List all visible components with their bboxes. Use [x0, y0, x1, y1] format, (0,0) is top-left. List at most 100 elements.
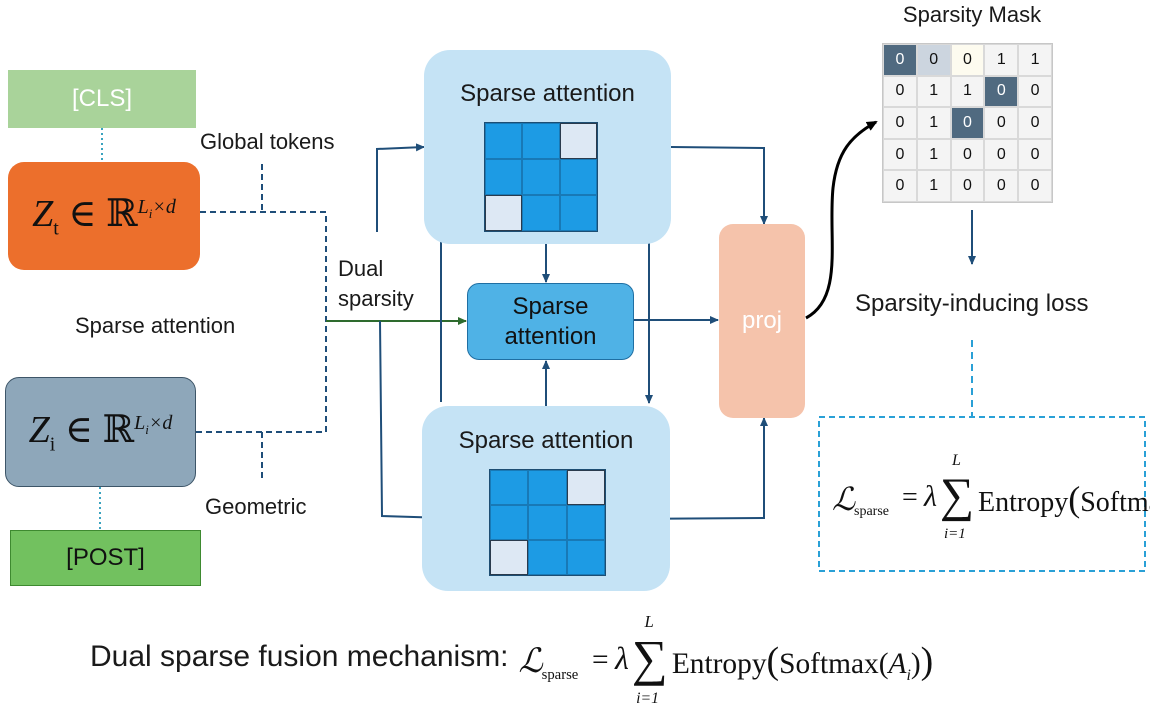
matrix-cell: [566, 540, 605, 575]
caption-formula-script-l: ℒ: [518, 643, 543, 681]
loss-formula-subscript: sparse: [854, 504, 889, 519]
matrix-cell: [528, 470, 567, 505]
middle-box-title: Sparse attention: [504, 292, 597, 350]
caption-formula-arg: A: [888, 648, 907, 681]
loss-formula-sigma: ∑: [940, 469, 975, 522]
sparse-attention-side-label: Sparse attention: [75, 313, 236, 338]
bottom-attention-matrix: [489, 469, 606, 576]
arrow-to-top-panel: [376, 143, 425, 232]
mask-cell: 1: [916, 170, 951, 202]
post-token-box: [POST]: [10, 530, 201, 586]
mask-cell: 1: [950, 75, 985, 108]
mask-cell: 0: [883, 44, 917, 76]
caption-formula-softmax: Softmax: [779, 648, 879, 681]
matrix-cell: [528, 540, 567, 575]
arrow-top-to-proj: [670, 146, 768, 225]
middle-sparse-attention-box: Sparse attention: [467, 283, 634, 360]
zi-sup: L: [134, 411, 146, 434]
zt-set: ℝ: [106, 193, 138, 236]
zi-expression: Zi ∈ ℝLi×d: [28, 409, 173, 456]
matrix-cell: [490, 505, 529, 540]
dual-sparsity-text: Dual sparsity: [338, 256, 414, 311]
caption-formula-lower: i=1: [636, 689, 660, 703]
mask-cell: 1: [916, 107, 951, 139]
caption-formula-upper: L: [644, 612, 654, 631]
proj-label: proj: [741, 307, 783, 334]
sparsity-loss-label: Sparsity-inducing loss: [855, 290, 1089, 317]
caption-formula-paren-inner-close: ): [910, 648, 921, 681]
matrix-cell: [566, 470, 605, 505]
mask-cell: 0: [984, 107, 1019, 139]
mask-cell: 1: [916, 75, 951, 108]
caption-formula-equals: =: [592, 643, 609, 676]
mask-cell: 0: [883, 138, 917, 171]
mask-cell: 0: [984, 170, 1019, 202]
caption-formula-lambda: λ: [615, 641, 629, 677]
caption-formula-paren-close: ): [920, 640, 934, 683]
loss-formula-body: Entropy(Softmax(Ai)): [978, 478, 1150, 523]
matrix-cell: [490, 540, 529, 575]
matrix-cell: [522, 195, 560, 231]
mask-cell: 0: [916, 44, 951, 76]
caption-formula-paren-open: (: [766, 640, 780, 683]
caption-formula-body: Entropy(Softmax(Ai)): [672, 639, 933, 685]
mask-cell: 0: [950, 44, 985, 76]
matrix-cell: [485, 123, 523, 159]
mask-cell: 0: [984, 138, 1019, 171]
mask-cell: 0: [950, 138, 985, 171]
matrix-cell: [485, 195, 523, 231]
sparsity-mask-title: Sparsity Mask: [902, 2, 1042, 27]
loss-formula-lower: i=1: [944, 526, 966, 542]
bottom-panel-title: Sparse attention: [458, 427, 634, 454]
geometric-label: Geometric: [205, 494, 307, 519]
caption-formula-arg-sub: i: [906, 667, 911, 685]
mask-cell: 0: [1018, 170, 1052, 202]
matrix-cell: [528, 505, 567, 540]
zt-expression: Zt ∈ ℝLi×d: [32, 193, 176, 240]
zi-box: Zi ∈ ℝLi×d: [5, 377, 196, 487]
zi-sup-sub: i: [145, 421, 149, 437]
mask-cell: 0: [883, 107, 917, 139]
mask-cell: 0: [950, 107, 985, 139]
caption-text: Dual sparse fusion mechanism:: [90, 640, 509, 673]
zt-sup-sub: i: [148, 205, 153, 221]
loss-formula-upper: L: [952, 452, 961, 469]
loss-formula-box: [818, 416, 1146, 572]
global-tokens-label: Global tokens: [200, 129, 335, 154]
proj-box: proj: [719, 224, 805, 418]
mask-cell: 0: [984, 75, 1019, 108]
matrix-cell: [522, 159, 560, 195]
loss-formula-entropy: Entropy: [978, 487, 1069, 518]
loss-formula-softmax: Softmax: [1080, 487, 1150, 518]
caption-formula-sigma: ∑: [631, 629, 668, 686]
matrix-cell: [559, 123, 597, 159]
mask-cell: 0: [883, 170, 917, 202]
mask-cell: 0: [883, 75, 917, 108]
zi-set: ℝ: [102, 409, 135, 452]
caption-formula-subscript: sparse: [541, 666, 579, 683]
zt-sup-tail: ×d: [152, 195, 176, 218]
mask-cell: 0: [950, 170, 985, 202]
loss-formula-paren-open: (: [1068, 479, 1081, 519]
zi-sub: i: [49, 433, 56, 456]
post-token-label: [POST]: [66, 544, 145, 571]
zt-var: Z: [32, 193, 54, 236]
cls-token-box: [CLS]: [8, 70, 196, 128]
zi-var: Z: [28, 409, 50, 452]
arrow-proj-to-mask: [805, 120, 878, 320]
dual-sparsity-label: Dual sparsity: [338, 254, 433, 314]
caption-formula-paren-inner-open: (: [878, 648, 889, 681]
matrix-cell: [522, 123, 560, 159]
cls-token-label: [CLS]: [71, 85, 133, 112]
zt-sub: t: [53, 217, 59, 240]
mask-cell: 0: [1018, 75, 1052, 108]
matrix-cell: [485, 159, 523, 195]
matrix-cell: [566, 505, 605, 540]
loss-formula-equals: =: [902, 482, 918, 513]
mask-cell: 0: [1018, 107, 1052, 139]
